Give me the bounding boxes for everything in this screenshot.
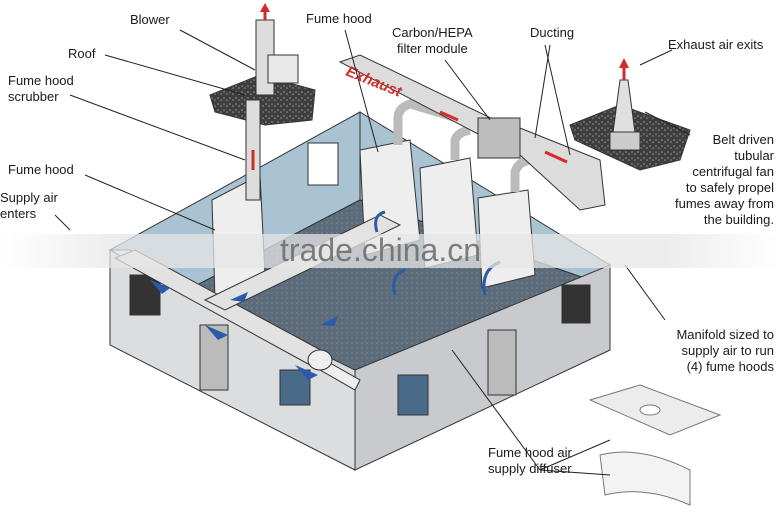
label-line: Manifold sized to — [676, 327, 774, 342]
watermark-band: trade.china.cn — [0, 232, 780, 268]
label-exhaust-air-exits: Exhaust air exits — [668, 37, 764, 52]
label-line: fumes away from — [675, 196, 774, 211]
label-line: Supply air — [0, 190, 58, 205]
label-line: to safely propel — [685, 180, 774, 195]
label-line: the building. — [703, 212, 774, 227]
label-fume-hood-top: Fume hood — [306, 11, 372, 26]
carbon-hepa-filter-module — [477, 117, 521, 159]
label-line: filter module — [396, 41, 468, 56]
window — [561, 284, 591, 324]
label-line: enters — [0, 206, 37, 221]
label-line: supply diffuser — [488, 461, 572, 476]
label-line: supply air to run — [681, 343, 775, 358]
exhaust-arrow — [439, 110, 459, 122]
leader-lines — [54, 29, 691, 476]
exhaust-duct: Exhaust — [338, 54, 606, 211]
label-line: (4) fume hoods — [686, 359, 774, 374]
label-line: Belt driven — [712, 132, 774, 147]
air-supply-diffuser — [588, 384, 722, 506]
interior-window — [307, 142, 339, 186]
door — [487, 329, 517, 396]
label-blower: Blower — [130, 12, 170, 27]
label-roof: Roof — [68, 46, 96, 61]
label-fume-hood-left: Fume hood — [8, 162, 74, 177]
window — [129, 274, 161, 316]
exhaust-arrow — [544, 150, 568, 164]
window — [397, 374, 429, 416]
label-line: Fume hood air — [488, 445, 572, 460]
label-line: tubular — [734, 148, 774, 163]
label-line: scrubber — [8, 89, 59, 104]
label-line: Carbon/HEPA — [392, 25, 473, 40]
blower-stack — [209, 3, 316, 201]
label-line: Fume hood — [8, 73, 74, 88]
centrifugal-fan — [569, 58, 691, 171]
watermark: trade.china.cn — [280, 232, 482, 268]
label-ducting: Ducting — [530, 25, 575, 40]
label-line: centrifugal fan — [692, 164, 774, 179]
